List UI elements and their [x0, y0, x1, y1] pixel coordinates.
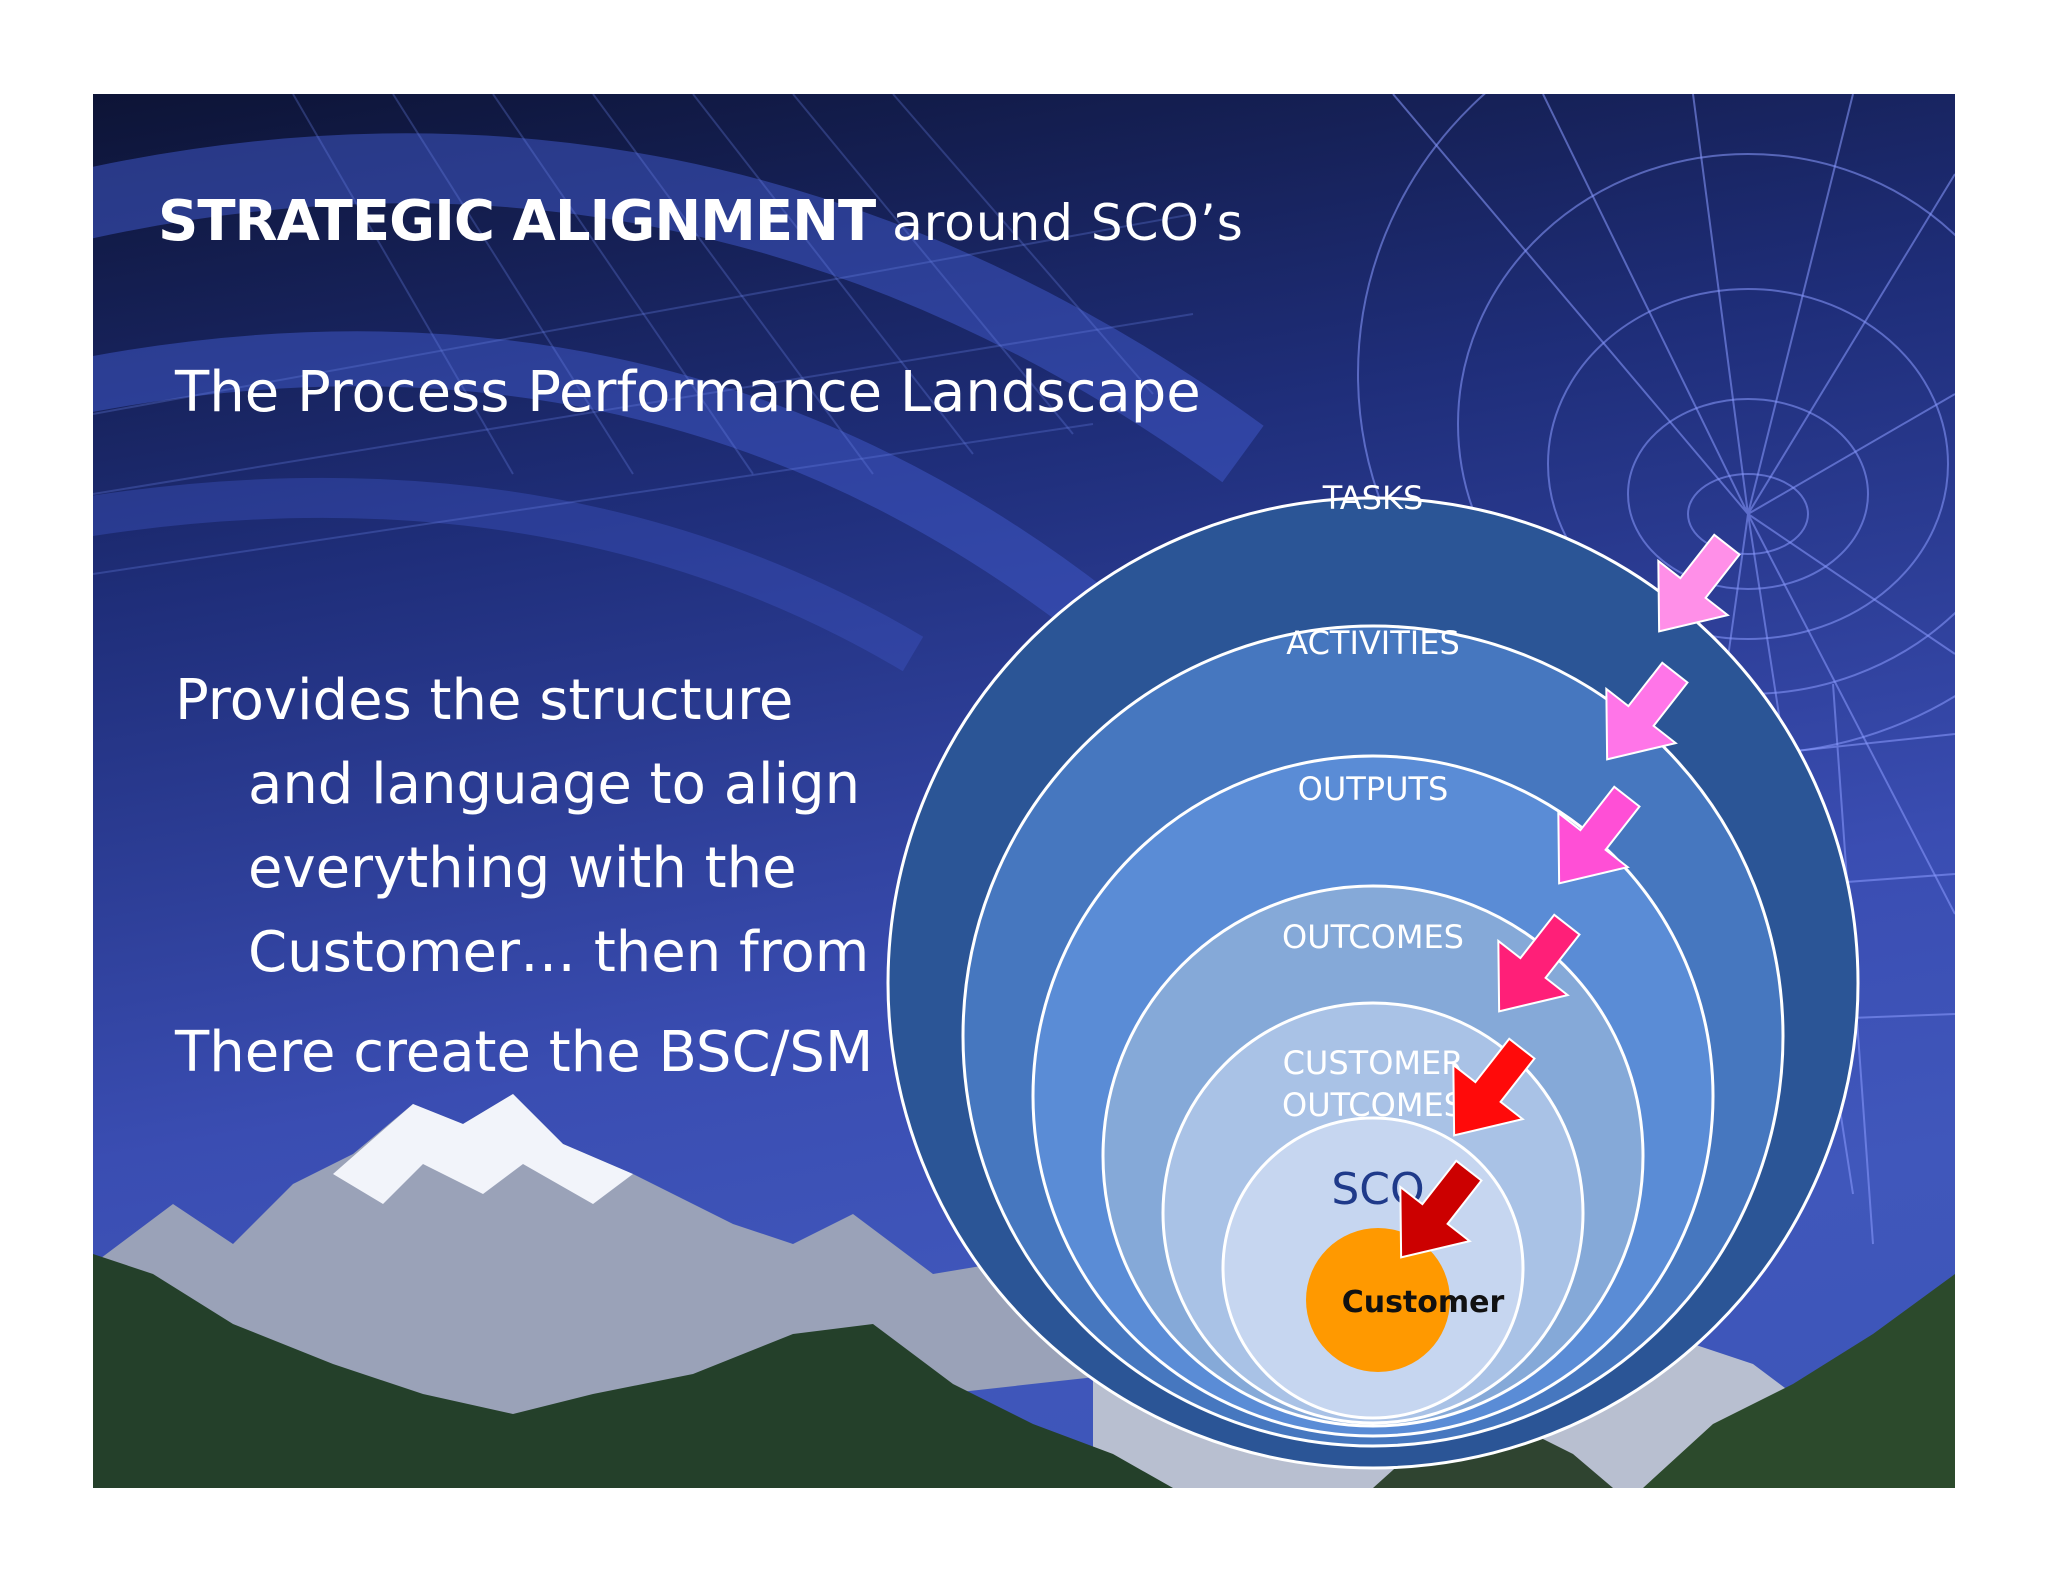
- customer-core: [1306, 1228, 1450, 1372]
- arrow-6: [1399, 1159, 1483, 1259]
- body-line-5: There create the BSC/SM: [175, 1020, 874, 1085]
- arrow-2: [1605, 661, 1689, 761]
- label-customer-outcomes-1: CUSTOMER: [1283, 1044, 1464, 1082]
- body-line-4: Customer… then from: [248, 920, 870, 985]
- cascade-arrows: [1399, 533, 1741, 1259]
- title-light: around SCO’s: [875, 194, 1244, 252]
- label-activities: ACTIVITIES: [1286, 624, 1460, 662]
- background-grid-faint: [93, 94, 1194, 575]
- label-outputs: OUTPUTS: [1298, 770, 1449, 808]
- label-customer: Customer: [1342, 1285, 1505, 1320]
- body-line-3: everything with the: [248, 836, 797, 901]
- background-arcs: [93, 133, 1264, 672]
- body-line-2: and language to align: [248, 752, 861, 817]
- label-outcomes: OUTCOMES: [1282, 918, 1464, 956]
- slide: STRATEGIC ALIGNMENT around SCO’s The Pro…: [93, 94, 1955, 1488]
- arrow-1: [1657, 533, 1741, 633]
- title-bold: STRATEGIC ALIGNMENT: [158, 189, 876, 254]
- body-line-1: Provides the structure: [175, 668, 794, 733]
- body-text: Provides the structure and language to a…: [175, 659, 873, 1095]
- label-customer-outcomes-2: OUTCOMES: [1282, 1086, 1464, 1124]
- arrow-5: [1452, 1037, 1536, 1137]
- slide-title: STRATEGIC ALIGNMENT around SCO’s: [158, 187, 1244, 258]
- label-tasks: TASKS: [1322, 479, 1424, 517]
- process-landscape-diagram: TASKS ACTIVITIES OUTPUTS OUTCOMES CUSTOM…: [886, 479, 1860, 1470]
- arrow-3: [1557, 785, 1641, 885]
- arrow-4: [1497, 913, 1581, 1013]
- slide-subtitle: The Process Performance Landscape: [175, 360, 1201, 425]
